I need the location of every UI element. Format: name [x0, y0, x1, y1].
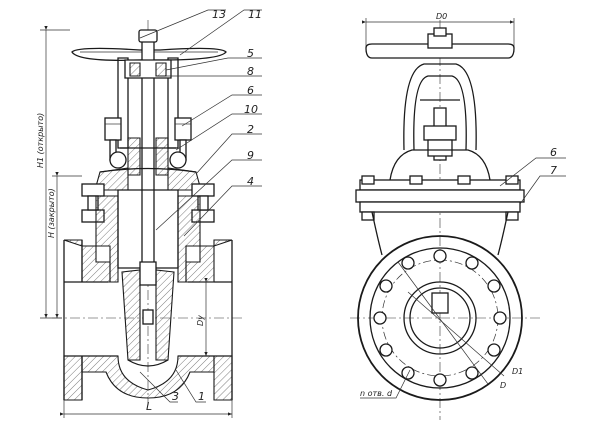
callout-3: 3 — [172, 390, 179, 403]
d-label: D — [500, 381, 506, 390]
callout-6: 6 — [247, 84, 254, 97]
packing-gland — [120, 137, 176, 176]
callout-10: 10 — [244, 103, 258, 116]
wedge — [121, 261, 175, 367]
callout-8: 8 — [247, 65, 254, 78]
d0-label: D0 — [436, 12, 447, 21]
side-view: D0 — [350, 12, 566, 420]
callout-side-6: 6 — [550, 146, 557, 159]
h1-label: H1 (открыто) — [36, 113, 45, 168]
callout-1: 1 — [198, 390, 205, 403]
handwheel-side — [365, 27, 515, 59]
front-section-view: H1 (открыто) H (закрыто) L Dy 13 11 — [36, 8, 262, 418]
callout-4: 4 — [247, 175, 254, 188]
callout-13: 13 — [212, 8, 226, 21]
bonnet — [94, 167, 202, 269]
gland-bolts — [104, 117, 192, 169]
callout-11: 11 — [248, 8, 262, 21]
dim-h-closed: H (закрыто) — [47, 171, 82, 318]
callouts-side: 6 7 n отв. d D1 D — [360, 146, 566, 399]
h-label: H (закрыто) — [47, 188, 56, 238]
yoke-side — [403, 63, 477, 161]
callouts-front: 13 11 5 8 6 10 2 9 4 3 1 — [139, 8, 262, 403]
callout-9: 9 — [247, 149, 254, 162]
callout-2: 2 — [247, 123, 254, 136]
bonnet-side — [355, 149, 525, 221]
dim-h1-open: H1 (открыто) — [36, 25, 70, 319]
valve-body — [63, 195, 233, 401]
dy-label: Dy — [196, 315, 205, 326]
callout-side-7: 7 — [550, 164, 557, 177]
d1-label: D1 — [512, 367, 523, 376]
flange-face — [357, 235, 523, 401]
body-side — [371, 211, 509, 256]
callout-5: 5 — [247, 47, 254, 60]
dim-dy: Dy — [196, 277, 214, 356]
holes-label: n отв. d — [360, 389, 393, 398]
l-label: L — [146, 400, 152, 413]
dim-length: L — [59, 400, 233, 418]
